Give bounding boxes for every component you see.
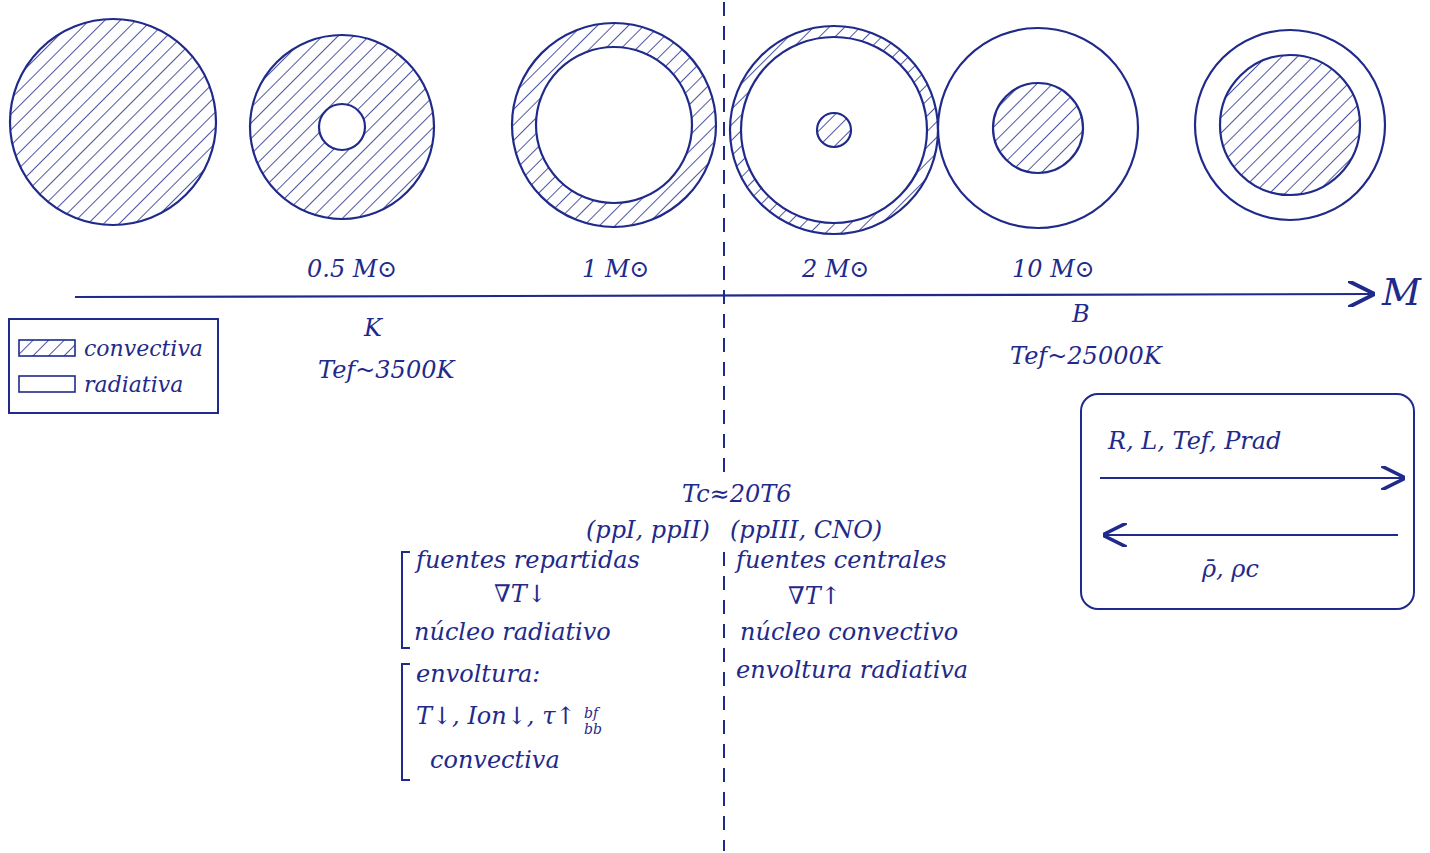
- legend-text: convectiva: [84, 336, 203, 361]
- note-text: envoltura radiativa: [734, 656, 970, 685]
- convective-core: [817, 113, 851, 147]
- spectral-type: K: [362, 314, 384, 343]
- note-text: convectiva: [428, 746, 562, 775]
- subscript-text: bf: [582, 706, 600, 720]
- box-text: ρ̄, ρc: [1202, 555, 1259, 584]
- note-text: núcleo radiativo: [412, 618, 613, 647]
- legend-swatch: [18, 339, 76, 357]
- radiative-zone: [741, 37, 927, 223]
- temperature-label: Tef~25000K: [1008, 342, 1164, 371]
- divider-line: [723, 552, 725, 851]
- note-text: fuentes repartidas: [414, 546, 642, 575]
- axis-label: M: [1380, 270, 1423, 316]
- radiative-core: [536, 47, 692, 203]
- note-text: fuentes centrales: [734, 546, 949, 575]
- trend-box: R, L, Tef, Prad ρ̄, ρc: [1080, 393, 1415, 610]
- divider-line: [723, 2, 725, 472]
- convective-core: [1220, 55, 1360, 195]
- legend-swatch: [18, 375, 76, 393]
- spectral-type: B: [1070, 300, 1092, 329]
- legend-row: radiativa: [18, 366, 203, 402]
- star-radiative-envelope: [938, 28, 1138, 228]
- mass-label: 10 M⊙: [1010, 255, 1097, 284]
- star-thin-envelope: [730, 26, 938, 234]
- trend-arrow: [1100, 477, 1403, 479]
- mass-label: 0.5 M⊙: [305, 255, 399, 284]
- note-text: núcleo convectivo: [738, 618, 960, 647]
- legend-box: convectiva radiativa: [8, 318, 219, 414]
- box-text: R, L, Tef, Prad: [1108, 427, 1281, 456]
- note-text: ∇T↓: [492, 580, 549, 609]
- trend-arrow: [1105, 534, 1398, 536]
- mass-label: 2 M⊙: [800, 255, 872, 284]
- star-convective-envelope: [512, 23, 716, 227]
- legend-text: radiativa: [84, 372, 183, 397]
- star-fully-convective: [10, 19, 216, 225]
- note-text: ∇T↑: [786, 582, 843, 611]
- star-convective-envelope: [250, 35, 434, 219]
- star-radiative-envelope: [1195, 30, 1385, 220]
- bracket: [402, 552, 410, 648]
- note-text: T↓, Ion↓, τ↑: [414, 702, 578, 731]
- note-text: envoltura:: [414, 660, 542, 689]
- central-temperature: Tc≈20T6: [680, 480, 794, 509]
- bracket: [402, 664, 410, 780]
- radiative-core: [319, 104, 365, 150]
- convective-core: [993, 83, 1083, 173]
- mass-label: 1 M⊙: [580, 255, 652, 284]
- subscript-text: bb: [582, 722, 604, 736]
- legend-row: convectiva: [18, 330, 203, 366]
- reaction-chains: (ppIII, CNO): [728, 516, 884, 545]
- reaction-chains: (ppI, ppII): [584, 516, 712, 545]
- temperature-label: Tef~3500K: [316, 356, 456, 385]
